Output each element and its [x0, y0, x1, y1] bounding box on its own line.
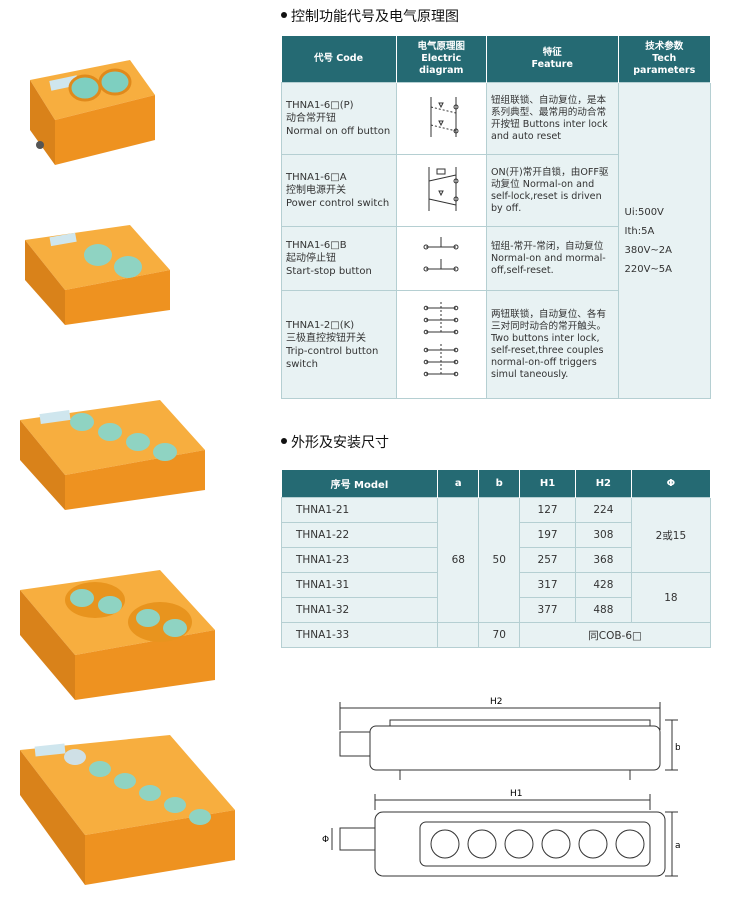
header-code: 代号 Code: [281, 36, 397, 83]
table-row: THNA1-6□B 起动停止钮 Start-stop button 钮组-常开-…: [281, 226, 711, 291]
feature-cell: ON(开)常开自锁，由OFF驱动复位 Normal-on and self-lo…: [485, 154, 619, 227]
start-stop-diagram-icon: [395, 226, 487, 291]
header-diagram-en: Electric diagram: [419, 53, 464, 76]
a-cell: 68: [437, 497, 480, 623]
tech-params-cell: Ui:500V Ith:5A 380V~2A 220V~5A: [617, 82, 711, 399]
code-cn: 控制电源开关: [286, 185, 346, 196]
three-pole-diagram-icon: [395, 290, 487, 399]
h1-cell: 257: [519, 547, 576, 573]
code-cell: THNA1-2□(K) 三极直控按钮开关 Trip-control button…: [281, 290, 397, 399]
double-contact-diagram-icon: [395, 82, 487, 155]
section-title-text: 外形及安装尺寸: [291, 435, 389, 451]
code-cn: 起动停止钮: [286, 253, 336, 264]
h2-cell: 428: [574, 572, 632, 598]
model-cell: THNA1-32: [280, 597, 439, 623]
code-value: THNA1-2□(K): [286, 319, 355, 331]
tech-220: 220V~5A: [624, 263, 673, 275]
code-value: THNA1-6□(P): [286, 100, 354, 111]
h1-label: H1: [510, 789, 523, 799]
tech-ui: Ui:500V: [624, 206, 664, 218]
code-value: THNA1-6□A: [286, 172, 347, 183]
header-phi: Φ: [631, 470, 712, 498]
note-cell: 同COB-6□: [519, 622, 711, 648]
code-en: Normal on off button: [286, 126, 391, 137]
table-row: THNA1-23 257 368: [280, 547, 711, 573]
model-cell: THNA1-31: [280, 572, 439, 598]
table-row: THNA1-21 68 50 127 224 2或15: [280, 497, 712, 623]
code-cell: THNA1-6□A 控制电源开关 Power control switch: [281, 154, 397, 227]
header-feature-cn: 特征: [542, 47, 562, 58]
h2-cell: 224: [574, 497, 632, 523]
header-a: a: [437, 470, 480, 498]
h1-cell: 197: [519, 522, 576, 548]
header-tech-cn: 技术参数: [645, 41, 684, 52]
code-cn: 动合常开钮: [286, 113, 336, 124]
model-cell: THNA1-33: [280, 622, 439, 648]
h2-cell: 368: [574, 547, 632, 573]
h1-cell: 377: [519, 597, 576, 623]
table-row: THNA1-33 70 同COB-6□: [280, 622, 711, 648]
h2-label: H2: [490, 697, 503, 707]
code-cn: 三极直控按钮开关: [286, 332, 366, 344]
h1-cell: 317: [519, 572, 576, 598]
table-row: THNA1-2□(K) 三极直控按钮开关 Trip-control button…: [281, 290, 711, 399]
b-label: b: [675, 743, 680, 753]
pendant-2-button-round-photo: [10, 215, 180, 335]
feature-cell: 两钮联锁，自动复位、各有三对同时动合的常开触头。 Two buttons int…: [485, 290, 619, 399]
pendant-2-button-photo: [10, 50, 160, 170]
product-photos: [0, 0, 260, 915]
header-h1: H1: [519, 470, 576, 498]
header-tech-en: Tech parameters: [633, 53, 696, 76]
h2-cell: 488: [574, 597, 632, 623]
pendant-4-button-photo: [10, 390, 210, 520]
table-row: THNA1-31 317 428 18: [280, 572, 712, 623]
code-en: Start-stop button: [286, 266, 372, 277]
phi-cell: 18: [630, 572, 712, 623]
header-feature-en: Feature: [531, 59, 573, 70]
tech-ith: Ith:5A: [624, 225, 655, 237]
feature-cell: 钮组联锁、自动复位，是本系列典型、最常用的动合常开按钮 Buttons inte…: [485, 82, 619, 155]
section-title-function-codes: 控制功能代号及电气原理图: [281, 6, 459, 26]
code-en: Power control switch: [286, 198, 390, 209]
code-en: Trip-control button switch: [286, 345, 379, 370]
code-value: THNA1-6□B: [286, 240, 347, 251]
phi-label: Φ: [322, 835, 329, 845]
header-diagram-cn: 电气原理图: [417, 41, 466, 52]
header-h2: H2: [575, 470, 632, 498]
header-model: 序号 Model: [281, 470, 439, 498]
header-code-label: 代号 Code: [314, 53, 364, 64]
dimension-table: 序号 Model a b H1 H2 Φ THNA1-21 68 50 127 …: [280, 470, 712, 648]
power-switch-diagram-icon: [395, 154, 487, 227]
table-row: THNA1-32 377 488: [280, 597, 711, 623]
a-label: a: [675, 841, 680, 851]
model-cell: THNA1-21: [280, 497, 439, 523]
b-cell: 50: [478, 497, 521, 623]
a-cell-empty: [437, 622, 480, 648]
code-cell: THNA1-6□(P) 动合常开钮 Normal on off button: [281, 82, 397, 155]
bullet-icon: [281, 438, 287, 444]
h2-cell: 308: [574, 522, 632, 548]
tech-380: 380V~2A: [624, 244, 673, 256]
phi-cell: 2或15: [630, 497, 712, 573]
code-cell: THNA1-6□B 起动停止钮 Start-stop button: [281, 226, 397, 291]
feature-cell: 钮组-常开-常闭，自动复位 Normal-on and mormal-off,s…: [485, 226, 619, 291]
pendant-6-button-photo: [10, 725, 240, 895]
section-title-text: 控制功能代号及电气原理图: [291, 9, 459, 25]
b-cell: 70: [478, 622, 521, 648]
model-cell: THNA1-22: [280, 522, 439, 548]
pendant-4-button-grouped-photo: [10, 560, 220, 710]
header-b: b: [478, 470, 521, 498]
section-title-dimensions: 外形及安装尺寸: [281, 432, 389, 452]
table-row: THNA1-6□A 控制电源开关 Power control switch ON…: [281, 154, 711, 227]
bullet-icon: [281, 12, 287, 18]
table-row: THNA1-6□(P) 动合常开钮 Normal on off button 钮…: [281, 82, 711, 399]
model-cell: THNA1-23: [280, 547, 439, 573]
h1-cell: 127: [519, 497, 576, 523]
dimension-drawing: H2 H1 b a Φ: [320, 690, 681, 894]
